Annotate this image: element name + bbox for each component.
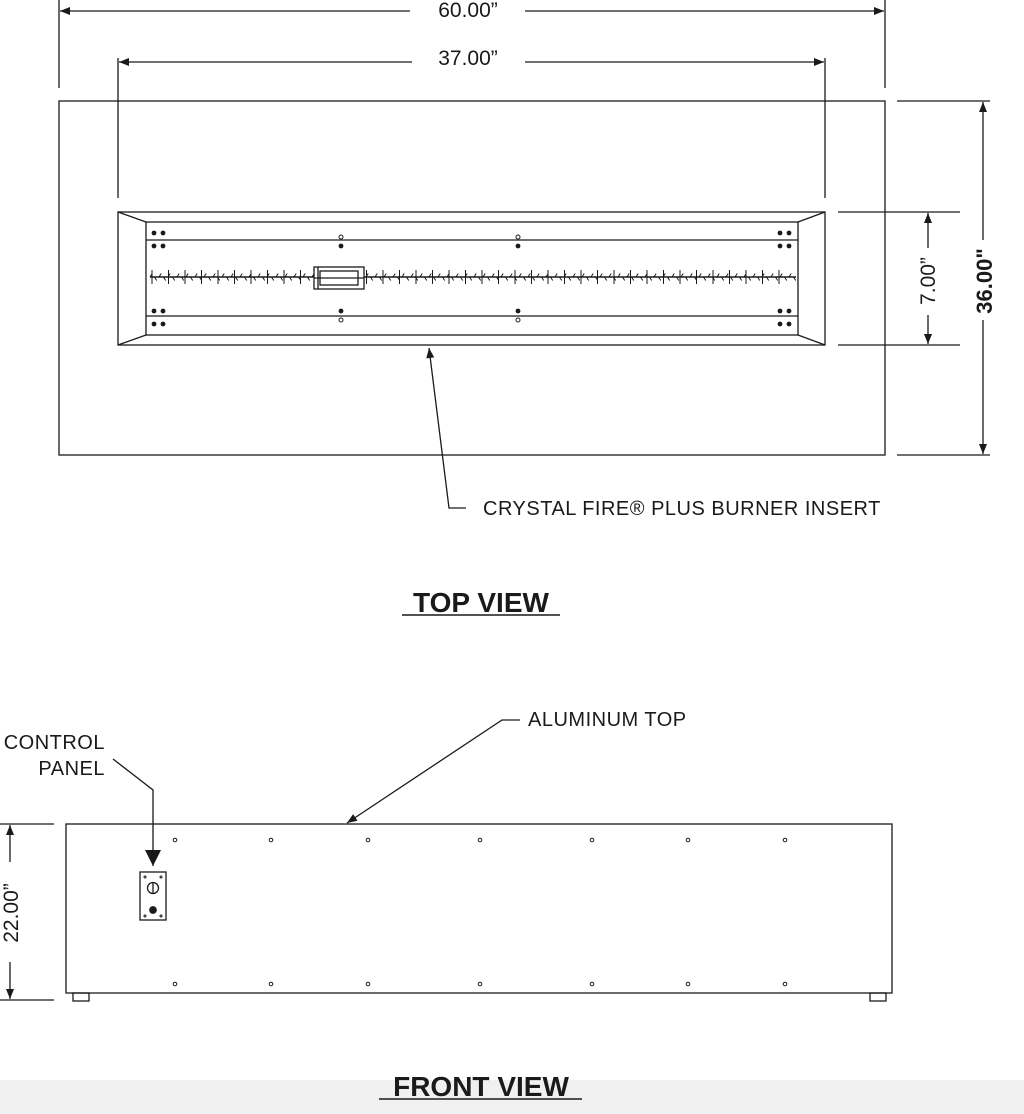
burner-outer-frame <box>117 211 826 346</box>
igniter-button <box>149 906 157 914</box>
dim-overall-width-label: 60.00” <box>438 0 498 22</box>
front-view-screws <box>143 837 788 987</box>
top-view-bolts <box>151 230 792 327</box>
frame-corner-bl <box>117 334 147 346</box>
dim-overall-depth-label: 36.00" <box>972 248 997 313</box>
callout-top-label: ALUMINUM TOP <box>528 709 687 731</box>
dim-opening-depth-label: 7.00” <box>917 257 940 305</box>
callout-burner-label: CRYSTAL FIRE® PLUS BURNER INSERT <box>483 498 881 520</box>
callout-panel-label-line2: PANEL <box>38 758 105 780</box>
top-view-outline <box>58 100 886 456</box>
callout-leader-top <box>346 719 520 824</box>
control-panel <box>139 871 167 921</box>
front-view-title: FRONT VIEW <box>393 1071 569 1102</box>
front-foot-right <box>869 992 887 1002</box>
callout-leader-panel <box>112 758 161 866</box>
callout-leader-burner <box>426 347 466 509</box>
top-view-bolt-holes <box>338 234 521 323</box>
dim-height-label: 22.00” <box>0 883 23 943</box>
burner-inner-frame <box>145 221 799 336</box>
footer-band <box>0 1080 1024 1114</box>
front-view-outline <box>65 823 893 994</box>
front-foot-left <box>72 992 90 1002</box>
dim-opening-width-label: 37.00” <box>438 47 498 70</box>
frame-corner-tr <box>797 211 826 223</box>
frame-corner-br <box>797 334 826 346</box>
top-view-title: TOP VIEW <box>413 587 549 618</box>
control-knob <box>146 881 160 895</box>
frame-corner-tl <box>117 211 147 223</box>
burner-ports <box>149 270 797 284</box>
callout-panel-label-line1: CONTROL <box>4 732 105 754</box>
